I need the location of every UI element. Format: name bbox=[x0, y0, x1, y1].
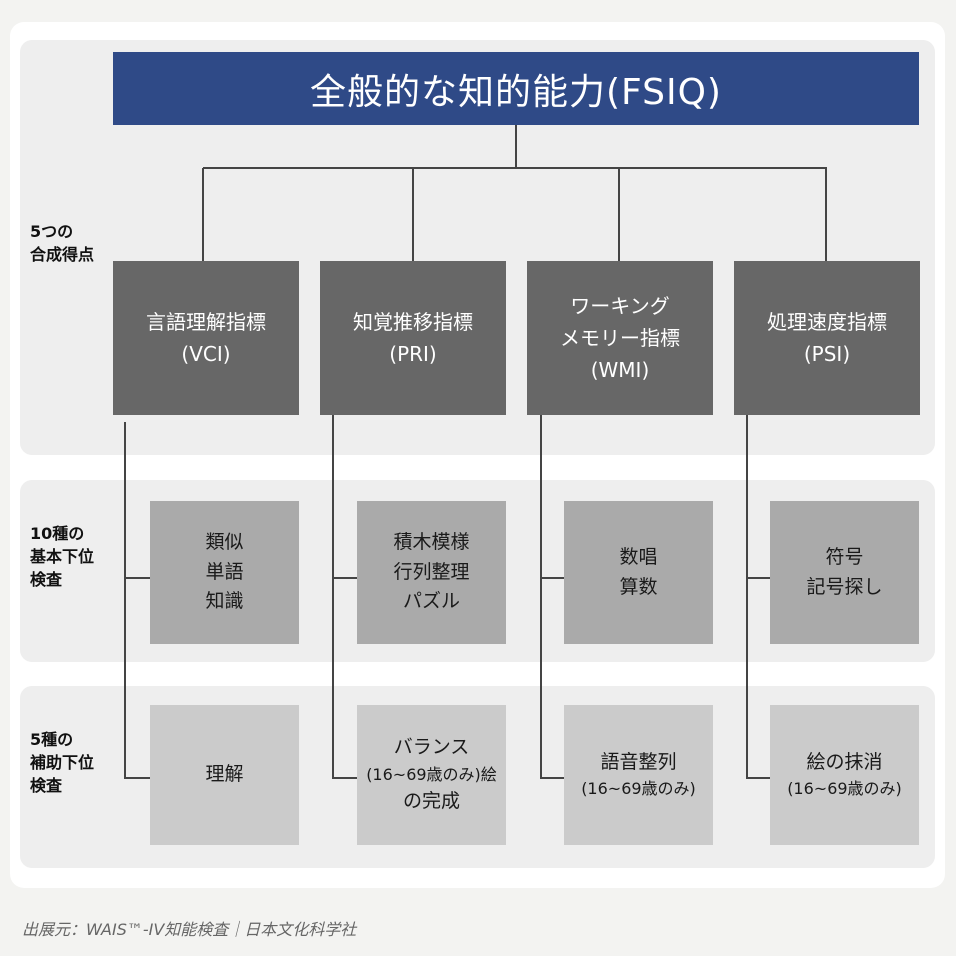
index-pri: 知覚推移指標(PRI) bbox=[320, 261, 506, 415]
composite-label: 5つの合成得点 bbox=[30, 222, 95, 265]
supplemental-tests-vci: 理解 bbox=[150, 705, 299, 845]
core-tests-pri: 積木模様行列整理パズル bbox=[357, 501, 506, 644]
core-label: 10種の基本下位検査 bbox=[30, 524, 95, 590]
supplemental-label: 5種の補助下位検査 bbox=[30, 730, 95, 796]
index-psi: 処理速度指標(PSI) bbox=[734, 261, 920, 415]
supplemental-tests-wmi: 語音整列(16~69歳のみ) bbox=[564, 705, 713, 845]
supplemental-tests-psi: 絵の抹消(16~69歳のみ) bbox=[770, 705, 919, 845]
source-caption: 出展元：WAIS™-IV知能検査｜日本文化科学社 bbox=[22, 920, 357, 939]
core-tests-psi: 符号記号探し bbox=[770, 501, 919, 644]
core-tests-vci: 類似単語知識 bbox=[150, 501, 299, 644]
fsiq-title: 全般的な知的能力(FSIQ) bbox=[113, 52, 919, 125]
core-tests-wmi: 数唱算数 bbox=[564, 501, 713, 644]
index-wmi: ワーキングメモリー指標(WMI) bbox=[527, 261, 713, 415]
index-vci: 言語理解指標(VCI) bbox=[113, 261, 299, 415]
supplemental-tests-pri: バランス(16~69歳のみ)絵の完成 bbox=[357, 705, 506, 845]
